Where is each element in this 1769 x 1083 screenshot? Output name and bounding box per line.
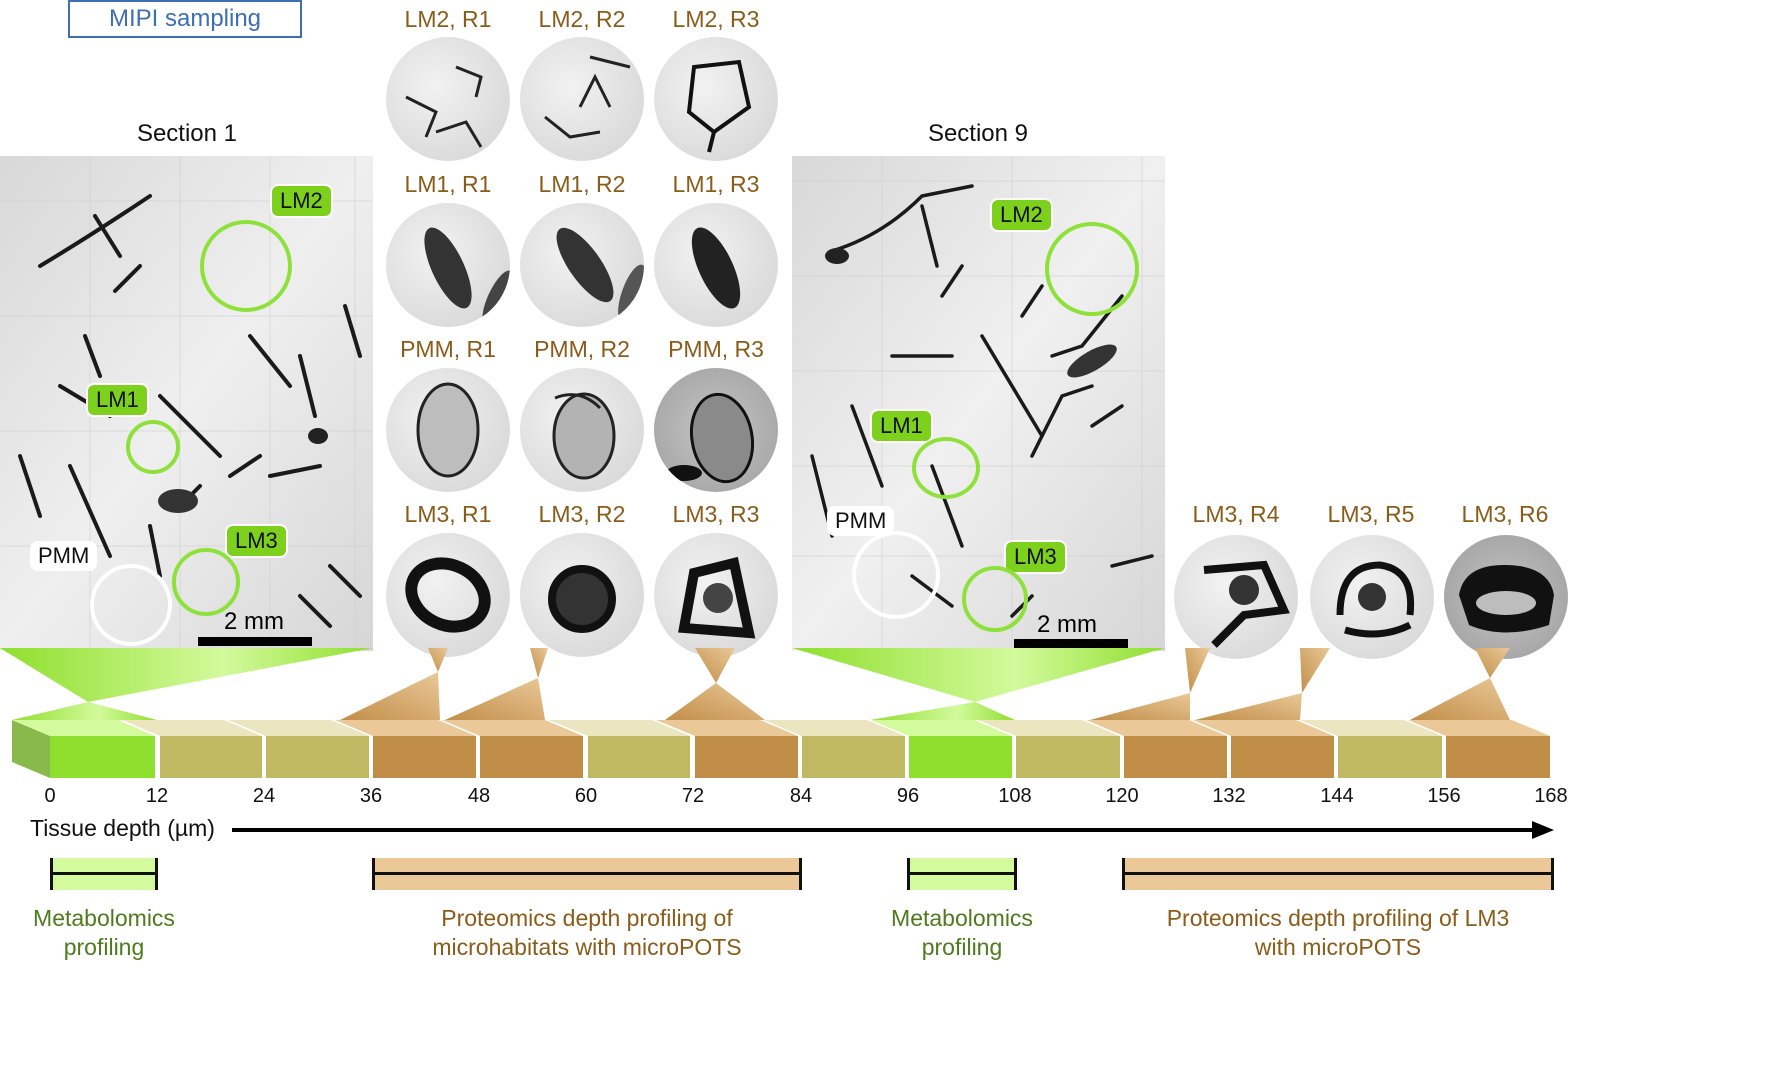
tick-label: 0 — [44, 785, 56, 807]
depth-connectors — [0, 648, 1510, 720]
section-1-title: Section 1 — [136, 120, 238, 147]
replicate-label: LM1, R1 — [404, 171, 492, 197]
replicate-label: LM1, R2 — [538, 171, 626, 197]
range-label-line: Proteomics depth profiling of LM3 — [1166, 905, 1510, 931]
region-circle-lm1[interactable] — [912, 437, 980, 499]
region-circle-lm2[interactable] — [1045, 222, 1139, 316]
mipi-sampling-label: MIPI sampling — [68, 0, 302, 38]
replicate-image-lm3-r4[interactable] — [1174, 535, 1298, 659]
range-label-metabolomics-2: Metabolomics profiling — [862, 904, 1062, 962]
replicate-label: PMM, R3 — [668, 336, 764, 362]
replicate-label: LM3, R6 — [1461, 501, 1549, 527]
replicate-label: LM3, R4 — [1192, 501, 1280, 527]
tick-label: 156 — [1427, 785, 1461, 807]
region-tag-lm3: LM3 — [1004, 540, 1067, 574]
scale-bar-label: 2 mm — [1037, 611, 1097, 638]
region-circle-pmm[interactable] — [852, 531, 940, 619]
arrow-right-icon — [232, 821, 1554, 839]
range-label-line: profiling — [921, 934, 1003, 960]
replicate-image-lm3-r1[interactable] — [386, 533, 510, 657]
replicate-image-pmm-r1[interactable] — [386, 368, 510, 492]
range-label-line: profiling — [63, 934, 145, 960]
replicate-image-lm2-r2[interactable] — [520, 37, 644, 161]
replicate-image-lm3-r3[interactable] — [654, 533, 778, 657]
range-label-line: Proteomics depth profiling of — [441, 905, 733, 931]
replicate-image-pmm-r3[interactable] — [654, 368, 778, 492]
tick-label: 168 — [1534, 785, 1568, 807]
range-bar-proteomics-2 — [1122, 858, 1554, 890]
connector-section-9 — [792, 648, 1165, 702]
range-bar-proteomics-1 — [372, 858, 802, 890]
replicate-image-lm2-r1[interactable] — [386, 37, 510, 161]
range-label-proteomics-1: Proteomics depth profiling of microhabit… — [387, 904, 787, 962]
region-circle-pmm[interactable] — [90, 564, 172, 646]
replicate-image-lm3-r6[interactable] — [1444, 535, 1568, 659]
replicate-image-lm1-r2[interactable] — [520, 203, 644, 327]
replicate-label: LM2, R1 — [404, 6, 492, 32]
replicate-label: LM2, R3 — [672, 6, 760, 32]
tick-label: 132 — [1212, 785, 1246, 807]
tick-label: 48 — [467, 785, 491, 807]
replicate-image-lm2-r3[interactable] — [654, 37, 778, 161]
range-bar-metabolomics-2 — [907, 858, 1017, 890]
replicate-image-pmm-r2[interactable] — [520, 368, 644, 492]
depth-timeline — [0, 720, 1769, 780]
region-tag-lm1: LM1 — [870, 409, 933, 443]
range-label-line: with microPOTS — [1254, 934, 1422, 960]
tick-label: 120 — [1105, 785, 1139, 807]
range-bar-metabolomics-1 — [50, 858, 158, 890]
replicate-label: LM3, R1 — [404, 501, 492, 527]
tick-label: 24 — [252, 785, 276, 807]
region-circle-lm3[interactable] — [172, 548, 240, 616]
section-9-micrograph: LM2 LM1 LM3 PMM 2 mm — [792, 156, 1165, 651]
tick-label: 84 — [789, 785, 813, 807]
range-label-proteomics-2: Proteomics depth profiling of LM3 with m… — [1118, 904, 1558, 962]
region-tag-pmm: PMM — [827, 506, 895, 536]
axis-label: Tissue depth (µm) — [30, 815, 215, 841]
timeline-segments — [12, 720, 1550, 778]
tick-label: 144 — [1320, 785, 1354, 807]
section-1-micrograph: LM2 LM1 LM3 PMM 2 mm — [0, 156, 373, 651]
range-label-metabolomics-1: Metabolomics profiling — [4, 904, 204, 962]
tick-label: 108 — [998, 785, 1032, 807]
region-circle-lm3[interactable] — [962, 566, 1028, 632]
range-label-line: microhabitats with microPOTS — [432, 934, 742, 960]
tick-label: 72 — [681, 785, 705, 807]
region-tag-lm2: LM2 — [270, 184, 333, 218]
tick-label: 60 — [574, 785, 598, 807]
range-label-line: Metabolomics — [891, 905, 1033, 931]
tick-label: 96 — [896, 785, 920, 807]
replicate-label: PMM, R1 — [400, 336, 496, 362]
region-circle-lm2[interactable] — [200, 220, 292, 312]
connector-section-1 — [0, 648, 373, 702]
region-tag-lm3: LM3 — [225, 524, 288, 558]
range-label-line: Metabolomics — [33, 905, 175, 931]
replicate-label: LM3, R2 — [538, 501, 626, 527]
replicate-label: LM2, R2 — [538, 6, 626, 32]
tick-label: 12 — [145, 785, 169, 807]
region-tag-pmm: PMM — [30, 541, 98, 571]
replicate-label: LM3, R3 — [672, 501, 760, 527]
region-circle-lm1[interactable] — [126, 420, 180, 474]
replicate-label: PMM, R2 — [534, 336, 630, 362]
replicate-label: LM1, R3 — [672, 171, 760, 197]
replicate-image-lm3-r2[interactable] — [520, 533, 644, 657]
tick-label: 36 — [359, 785, 383, 807]
region-tag-lm2: LM2 — [990, 198, 1053, 232]
replicate-image-lm1-r1[interactable] — [386, 203, 510, 327]
scale-bar — [198, 637, 312, 646]
replicate-image-lm1-r3[interactable] — [654, 203, 778, 327]
section-9-title: Section 9 — [927, 120, 1029, 147]
scale-bar-label: 2 mm — [224, 608, 284, 635]
scale-bar — [1014, 639, 1128, 648]
region-tag-lm1: LM1 — [86, 383, 149, 417]
replicate-image-lm3-r5[interactable] — [1310, 535, 1434, 659]
replicate-label: LM3, R5 — [1327, 501, 1415, 527]
